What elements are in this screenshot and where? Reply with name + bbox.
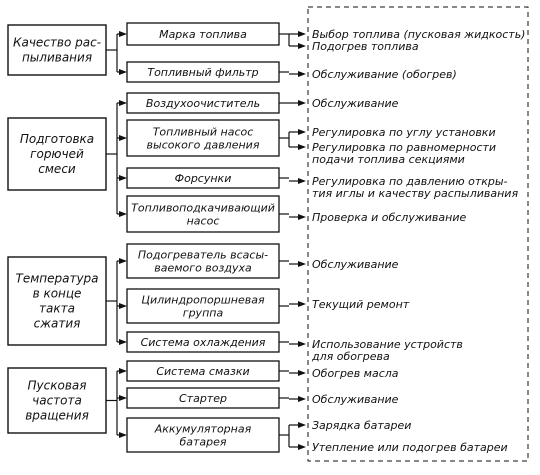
result-arrow [298,261,306,267]
item-label: Форсунки [175,172,232,185]
group-label: смеси [38,162,76,176]
item-arrow [119,69,127,75]
group-label: такта [39,302,75,316]
item-label: Топливный фильтр [147,66,258,79]
result-text: Текущий ремонт [312,298,410,311]
item-arrow [119,303,127,309]
group-label: сжатия [34,317,81,331]
item-box [126,387,280,409]
result-arrow [298,370,306,376]
item-arrow [119,432,127,438]
connectors [106,31,306,450]
item-box [126,92,280,114]
item-label: Топливоподкачивающий [131,202,275,215]
item-arrow [119,175,127,181]
result-arrow [298,422,306,428]
item-label: Воздухоочиститель [146,97,260,110]
item-label: Топливный насос [153,126,254,139]
result-texts: Выбор топлива (пусковая жидкость)Подогре… [311,28,525,454]
item-box [126,119,280,157]
result-arrow [298,129,306,135]
result-arrow [298,100,306,106]
item-box [126,243,280,279]
result-text: Зарядка батареи [312,419,411,432]
item-label: Система охлаждения [141,336,266,349]
item-box [126,167,280,189]
group-box [7,24,107,76]
result-arrow [298,144,306,150]
result-text: Подогрев топлива [312,40,419,53]
result-arrow [298,214,306,220]
group-label: Температура [15,272,98,286]
item-arrow [119,368,127,374]
item-arrow [119,135,127,141]
item-arrow [119,100,127,106]
group-box [7,367,107,434]
item-arrow [119,258,127,264]
group-label: вращения [25,409,89,423]
result-arrow [298,31,306,37]
item-label: группа [183,307,224,320]
result-arrow [298,178,306,184]
item-box [126,360,280,382]
item-label: Стартер [179,392,227,405]
result-arrow [298,341,306,347]
item-label: Цилиндропоршневая [141,294,265,307]
group-box [7,256,107,346]
group-label: Пусковая [28,379,87,393]
item-label: насос [187,215,220,228]
item-box [126,417,280,453]
item-arrow [119,339,127,345]
item-arrow [119,31,127,37]
result-text: Обслуживание (обогрев) [312,68,457,81]
result-arrow [298,396,306,402]
result-text: Выбор топлива (пусковая жидкость) [312,28,525,41]
group-boxes: Качество рас-пыливанияПодготовкагорючейс… [7,24,107,434]
item-box [126,195,280,233]
item-label: Система смазки [156,365,249,378]
group-box [7,117,107,191]
result-text: Обслуживание [312,97,399,110]
item-box [126,61,280,83]
result-text: Обогрев масла [312,367,399,380]
item-box [126,22,280,46]
group-label: частота [32,394,82,408]
item-arrow [119,211,127,217]
result-arrow [298,444,306,450]
item-label: Марка топлива [159,28,247,41]
group-label: Качество рас- [13,36,101,50]
item-arrow [119,395,127,401]
result-text: Регулировка по углу установки [312,126,496,139]
item-label: Подогреватель всасы- [138,249,268,262]
group-label: горючей [30,147,84,161]
item-label: батарея [179,436,226,449]
group-label: Подготовка [20,132,94,146]
result-arrow [298,71,306,77]
result-text: Проверка и обслуживание [312,211,466,224]
item-label: ваемого воздуха [154,262,252,275]
item-label: высокого давления [147,139,260,152]
result-arrow [298,301,306,307]
item-box [126,288,280,324]
item-label: Аккумуляторная [154,423,252,436]
item-box [126,331,280,353]
result-arrow [298,43,306,49]
group-label: в конце [33,287,82,301]
results-frame [307,6,529,462]
result-text: Утепление или подогрев батареи [312,441,508,454]
result-text: Регулировка по давлению откры-тия иглы и… [312,175,518,200]
result-text: Обслуживание [312,393,399,406]
result-text: Обслуживание [312,258,399,271]
group-label: пыливания [22,51,92,65]
